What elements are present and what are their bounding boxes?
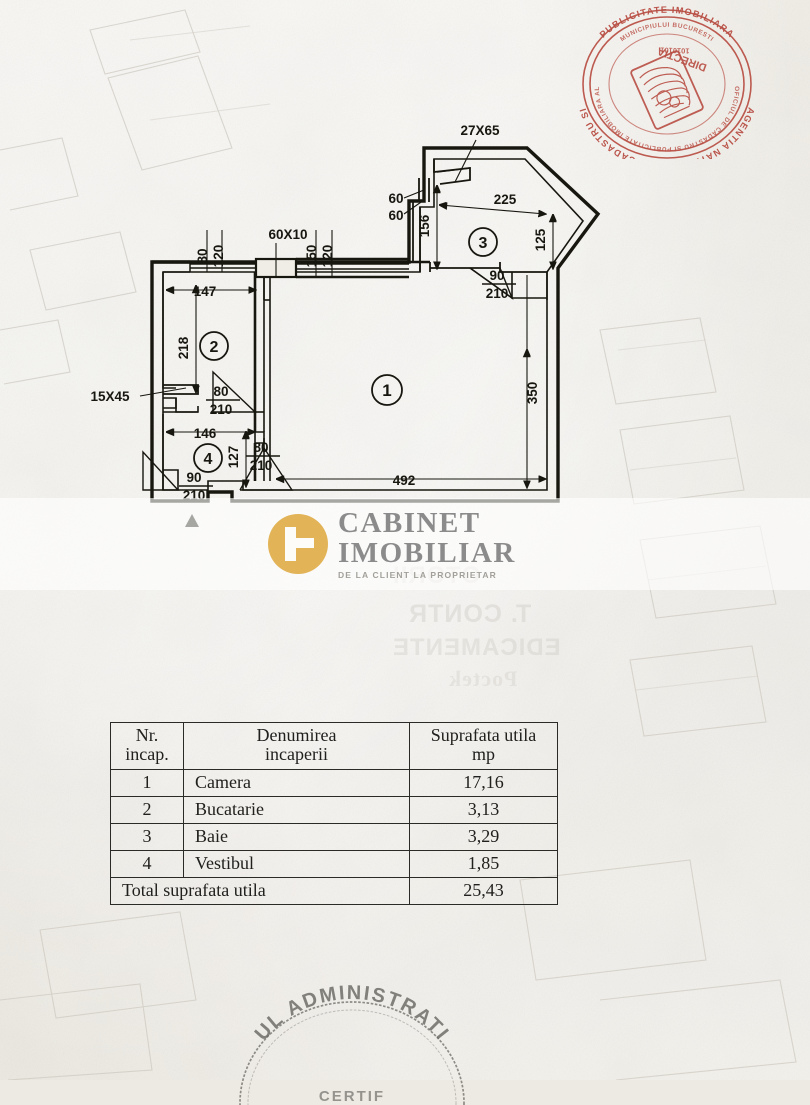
watermark-logo: CABINET IMOBILIAR DE LA CLIENT LA PROPRI… bbox=[268, 498, 548, 590]
room-area-table: Nr. incap. Denumirea incaperii Suprafata… bbox=[110, 722, 558, 905]
cell-nr: 2 bbox=[110, 795, 184, 824]
floor-plan-drawing: 1 2 3 4 27X65 60X10 15X45 147 146 492 22… bbox=[90, 123, 601, 527]
cell-nr: 4 bbox=[110, 849, 184, 878]
table-row: 3 Baie 3,29 bbox=[110, 822, 558, 851]
dimension-label: 225 bbox=[494, 192, 517, 207]
cell-nr: 3 bbox=[110, 822, 184, 851]
dimension-label: 156 bbox=[417, 214, 432, 237]
cell-area: 3,13 bbox=[409, 795, 558, 824]
dimension-label: 120 bbox=[320, 245, 335, 268]
door-height-label: 210 bbox=[250, 458, 273, 473]
official-stamp-cadastru: PUBLICITATE IMOBILIARA AGENTIA NATIONALA… bbox=[578, 5, 756, 159]
svg-text:MUNICIPIULUI BUCURESTI: MUNICIPIULUI BUCURESTI bbox=[619, 22, 715, 43]
header-area-line2: mp bbox=[471, 744, 495, 765]
table-total-row: Total suprafata utila 25,43 bbox=[110, 876, 558, 905]
door-width-label: 80 bbox=[253, 440, 268, 455]
dimension-label: 60 bbox=[388, 208, 403, 223]
table-row: 4 Vestibul 1,85 bbox=[110, 849, 558, 878]
official-stamp-administratie-partial: UL ADMINISTRATI CERTIF bbox=[239, 985, 465, 1105]
room-number-2: 2 bbox=[210, 339, 219, 356]
table-header-row: Nr. incap. Denumirea incaperii Suprafata… bbox=[110, 722, 558, 770]
cell-name: Camera bbox=[183, 768, 410, 797]
cell-total-area: 25,43 bbox=[409, 876, 558, 905]
dimension-label: 60 bbox=[388, 191, 403, 206]
dimension-label: 60X10 bbox=[268, 227, 307, 242]
dimension-label: 27X65 bbox=[460, 123, 500, 138]
header-name-line1: Denumirea bbox=[256, 725, 337, 745]
watermark-band bbox=[0, 498, 810, 590]
room-number-1: 1 bbox=[382, 381, 391, 400]
watermark-line-1: CABINET bbox=[338, 506, 481, 539]
table-row: 1 Camera 17,16 bbox=[110, 768, 558, 797]
dimension-label: 125 bbox=[533, 228, 548, 251]
header-nr: Nr. incap. bbox=[110, 722, 184, 770]
watermark-tagline: DE LA CLIENT LA PROPRIETAR bbox=[338, 569, 497, 580]
svg-text:UL ADMINISTRATI: UL ADMINISTRATI bbox=[251, 985, 454, 1045]
header-area-line1: Suprafata utila bbox=[430, 725, 537, 745]
room-number-4: 4 bbox=[204, 451, 213, 468]
cell-total-label: Total suprafata utila bbox=[110, 876, 410, 905]
header-nr-line1: Nr. bbox=[135, 725, 159, 745]
door-width-label: 90 bbox=[186, 470, 201, 485]
dimension-label: 492 bbox=[393, 473, 416, 488]
cell-name: Vestibul bbox=[183, 849, 410, 878]
cell-area: 17,16 bbox=[409, 768, 558, 797]
cell-area: 3,29 bbox=[409, 822, 558, 851]
header-name: Denumirea incaperii bbox=[183, 722, 410, 770]
dimension-label: 80 bbox=[195, 248, 210, 263]
dimension-label: 350 bbox=[525, 382, 540, 405]
watermark-line-2: IMOBILIAR bbox=[338, 536, 516, 569]
dimension-label: 120 bbox=[211, 245, 226, 268]
room-number-3: 3 bbox=[479, 235, 488, 252]
table-row: 2 Bucatarie 3,13 bbox=[110, 795, 558, 824]
door-height-label: 210 bbox=[486, 286, 509, 301]
door-width-label: 80 bbox=[213, 384, 228, 399]
cell-name: Bucatarie bbox=[183, 795, 410, 824]
header-area: Suprafata utila mp bbox=[409, 722, 558, 770]
door-width-label: 90 bbox=[489, 268, 504, 283]
door-height-label: 210 bbox=[210, 402, 233, 417]
dimension-label: 15X45 bbox=[90, 389, 130, 404]
cabinet-logo-icon bbox=[268, 514, 328, 574]
cell-area: 1,85 bbox=[409, 849, 558, 878]
header-nr-line2: incap. bbox=[125, 744, 169, 765]
cell-name: Baie bbox=[183, 822, 410, 851]
dimension-label: 127 bbox=[226, 446, 241, 469]
dimension-label: 146 bbox=[194, 426, 217, 441]
cell-nr: 1 bbox=[110, 768, 184, 797]
room-area-table-wrapper: Nr. incap. Denumirea incaperii Suprafata… bbox=[110, 722, 558, 905]
svg-text:CERTIF: CERTIF bbox=[319, 1088, 385, 1105]
dimension-label: 218 bbox=[176, 336, 191, 359]
dimension-label: 150 bbox=[304, 245, 319, 268]
dimension-label: 147 bbox=[194, 284, 217, 299]
header-name-line2: incaperii bbox=[265, 744, 328, 765]
